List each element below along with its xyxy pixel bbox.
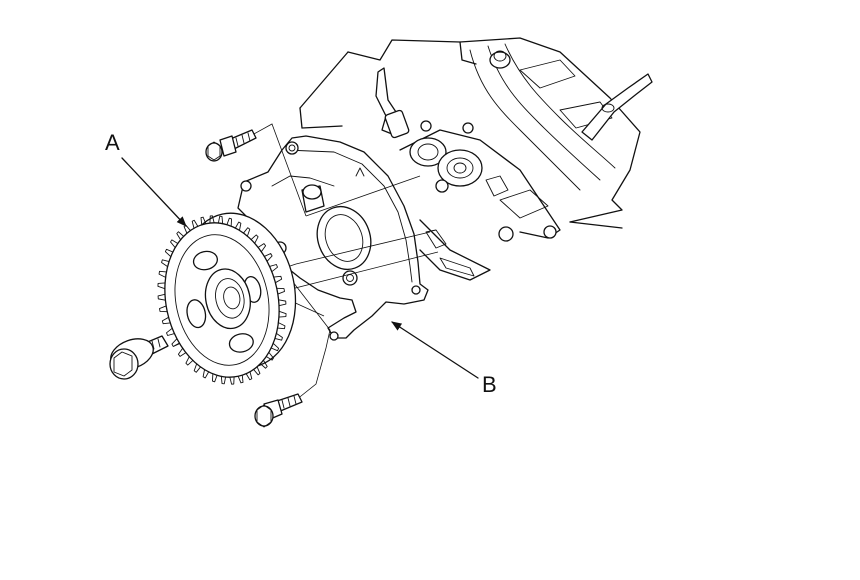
callout-b: B: [391, 321, 497, 397]
pulley-center-bolt: [109, 335, 169, 380]
pulley-tooth: [257, 243, 267, 253]
pulley-tooth: [270, 342, 280, 352]
pulley-tooth: [191, 219, 199, 229]
pulley-tooth: [164, 248, 174, 258]
pulley-tooth: [212, 373, 218, 383]
pulley-tooth: [158, 270, 167, 278]
pulley-tooth: [217, 215, 224, 225]
pulley-tooth: [237, 374, 244, 384]
pulley-tooth: [269, 264, 278, 273]
pulley-tooth: [166, 327, 175, 336]
pulley-tooth: [276, 287, 285, 295]
pulley-tooth: [250, 234, 259, 244]
pulley-tooth: [170, 239, 179, 249]
camshaft-pulley: [157, 212, 297, 385]
pulley-tooth: [176, 231, 185, 241]
pulley-tooth: [185, 356, 194, 366]
pulley-tooth: [265, 351, 274, 361]
callout-a-label: A: [105, 130, 120, 155]
pulley-tooth: [161, 316, 171, 325]
pulley-tooth: [253, 366, 261, 376]
pulley-tooth: [278, 310, 287, 318]
pulley-tooth: [243, 227, 251, 237]
pulley-tooth: [220, 375, 227, 385]
callout-a: A: [105, 130, 187, 227]
pulley-tooth: [171, 338, 181, 347]
callout-b-label: B: [482, 372, 497, 397]
timing-belt-back-cover: [237, 135, 429, 341]
pulley-tooth: [226, 217, 232, 227]
lower-bolt: [254, 393, 303, 428]
engine-block: [299, 37, 653, 281]
pulley-tooth: [161, 259, 170, 268]
pulley-teeth: [157, 215, 287, 385]
pulley-tooth: [177, 347, 187, 357]
pulley-tooth: [193, 363, 201, 373]
upper-bolt: [205, 129, 257, 162]
pulley-tooth: [209, 215, 215, 224]
pulley-tooth: [277, 322, 286, 330]
pulley-tooth: [234, 221, 242, 231]
pulley-tooth: [229, 376, 235, 385]
pulley-tooth: [263, 253, 273, 262]
pulley-tooth: [278, 299, 287, 307]
pulley-tooth: [157, 293, 166, 301]
pulley-tooth: [159, 305, 168, 313]
pulley-tooth: [200, 216, 207, 226]
pulley-tooth: [245, 371, 253, 381]
pulley-tooth: [273, 275, 283, 284]
pulley-tooth: [202, 369, 210, 379]
pulley-tooth: [274, 332, 283, 341]
pulley-tooth: [259, 359, 268, 369]
pulley-tooth: [157, 282, 166, 290]
